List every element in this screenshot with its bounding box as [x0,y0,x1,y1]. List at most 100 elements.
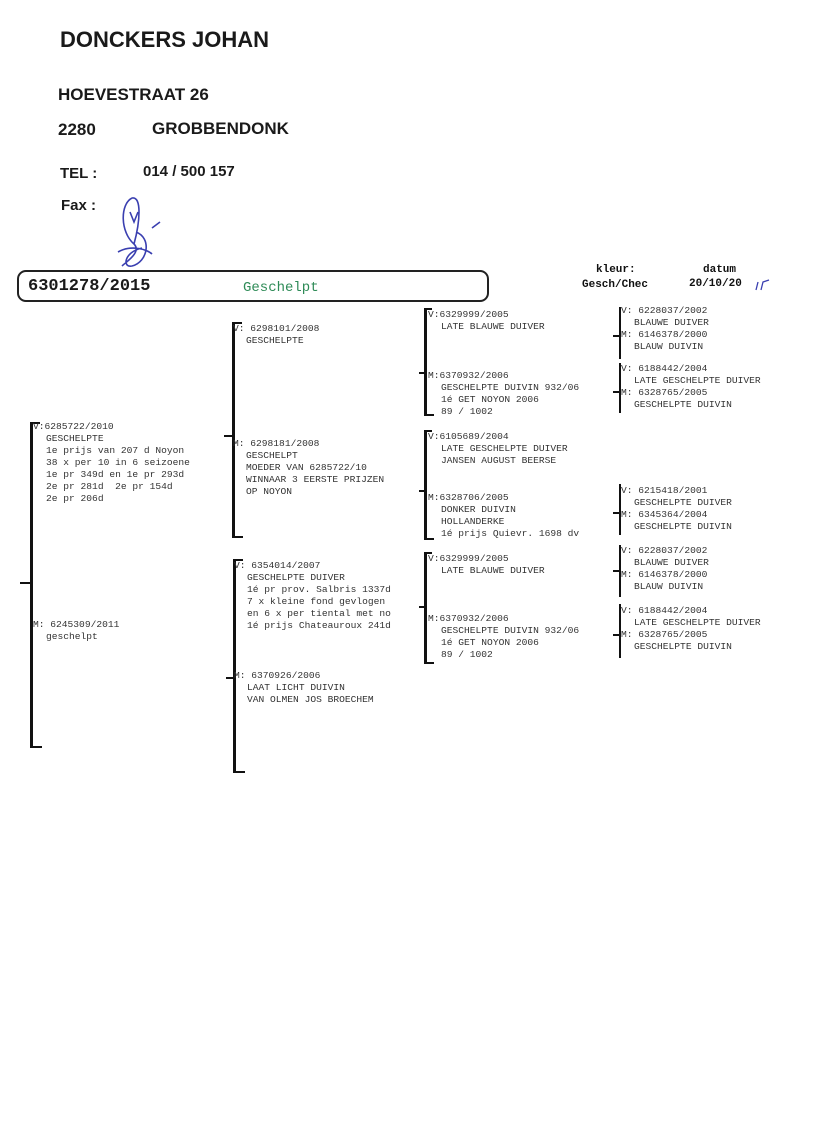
pedigree-note: 1é GET NOYON 2006 [441,637,539,648]
pedigree-note: GESCHELPTE [46,433,104,444]
pedigree-note: en 6 x per tiental met no [247,608,391,619]
bracket-gen4 [619,363,621,413]
pedigree-note: 2e pr 281d 2e pr 154d [46,481,173,492]
kleur-value: Gesch/Chec [582,279,649,291]
signature-icon [117,197,161,267]
pedigree-note: 89 / 1002 [441,406,493,417]
datum-label: datum [703,264,737,276]
pedigree-note: BLAUWE DUIVER [634,557,709,568]
tel-number: 014 / 500 157 [143,163,235,180]
pedigree-note: 1é pr prov. Salbris 1337d [247,584,391,595]
bracket-tick [226,677,234,679]
datum-value: 20/10/20 [689,278,742,290]
ring-number: M: 6146378/2000 [621,329,708,340]
bracket-gen3 [424,552,427,664]
handwritten-year-icon [755,279,770,291]
bracket-gen4 [619,604,621,658]
ring-number: 6301278/2015 [28,277,151,296]
bracket-cap [424,308,432,310]
bracket-gen4 [619,484,621,535]
pedigree-note: BLAUW DUIVIN [634,341,704,352]
ring-number: V:6329999/2005 [428,553,509,564]
pedigree-note: LATE GESCHELPTE DUIVER [634,375,761,386]
bracket-gen4 [619,545,621,597]
pedigree-note: JANSEN AUGUST BEERSE [441,455,557,466]
tel-label: TEL : [60,165,98,182]
bracket-tick [419,372,425,374]
pedigree-note: HOLLANDERKE [441,516,505,527]
ring-number: V: 6188442/2004 [621,363,708,374]
kleur-label: kleur: [596,264,636,276]
pedigree-note: DONKER DUIVIN [441,504,516,515]
ring-number: M: 6298181/2008 [233,438,320,449]
pedigree-note: VAN OLMEN JOS BROECHEM [247,694,374,705]
pedigree-note: geschelpt [46,631,98,642]
ring-number: V: 6298101/2008 [233,323,320,334]
bracket-gen2 [233,559,236,773]
bracket-cap [232,322,242,324]
ring-number: M: 6245309/2011 [33,619,120,630]
pedigree-note: GESCHELPTE DUIVIN [634,521,732,532]
bracket-gen2 [232,322,235,538]
pedigree-note: GESCHELPTE [246,335,304,346]
ring-number: V: 6188442/2004 [621,605,708,616]
pedigree-note: 89 / 1002 [441,649,493,660]
pedigree-note: GESCHELPTE DUIVIN 932/06 [441,625,580,636]
ring-number: V:6329999/2005 [428,309,509,320]
ring-number: V:6105689/2004 [428,431,509,442]
bracket-tick [613,335,620,337]
pedigree-note: 38 x per 10 in 6 seizoene [46,457,190,468]
pedigree-note: OP NOYON [246,486,293,497]
bracket-cap [232,536,243,538]
pedigree-note: MOEDER VAN 6285722/10 [246,462,367,473]
pedigree-note: WINNAAR 3 EERSTE PRIJZEN [246,474,385,485]
pedigree-note: 1é GET NOYON 2006 [441,394,539,405]
breeder-postal-code: 2280 [58,120,96,139]
bracket-cap [233,559,243,561]
pedigree-note: GESCHELPTE DUIVIN 932/06 [441,382,580,393]
ring-number: M:6328706/2005 [428,492,509,503]
breeder-name: DONCKERS JOHAN [60,27,270,52]
bracket-cap [30,746,42,748]
pedigree-note: GESCHELPT [246,450,298,461]
pedigree-note: 7 x kleine fond gevlogen [247,596,386,607]
ring-number: M:6370932/2006 [428,613,509,624]
ring-number: M:6370932/2006 [428,370,509,381]
ring-number: M: 6146378/2000 [621,569,708,580]
bracket-gen3 [424,430,427,540]
ring-number: V: 6228037/2002 [621,545,708,556]
pedigree-note: BLAUW DUIVIN [634,581,704,592]
bracket-tick [20,582,31,584]
pedigree-note: 1e prijs van 207 d Noyon [46,445,185,456]
pedigree-note: LATE GESCHELPTE DUIVER [441,443,568,454]
ring-number: M: 6328765/2005 [621,629,708,640]
bracket-cap [424,538,434,540]
pedigree-note: 1e pr 349d en 1e pr 293d [46,469,185,480]
ring-number: V: 6354014/2007 [234,560,321,571]
bracket-gen1 [30,422,33,748]
bracket-gen4 [619,307,621,359]
pedigree-note: GESCHELPTE DUIVIN [634,641,732,652]
bracket-cap [233,771,245,773]
bracket-cap [424,552,432,554]
bracket-tick [613,634,620,636]
ring-number: V: 6215418/2001 [621,485,708,496]
ring-number: M: 6345364/2004 [621,509,708,520]
